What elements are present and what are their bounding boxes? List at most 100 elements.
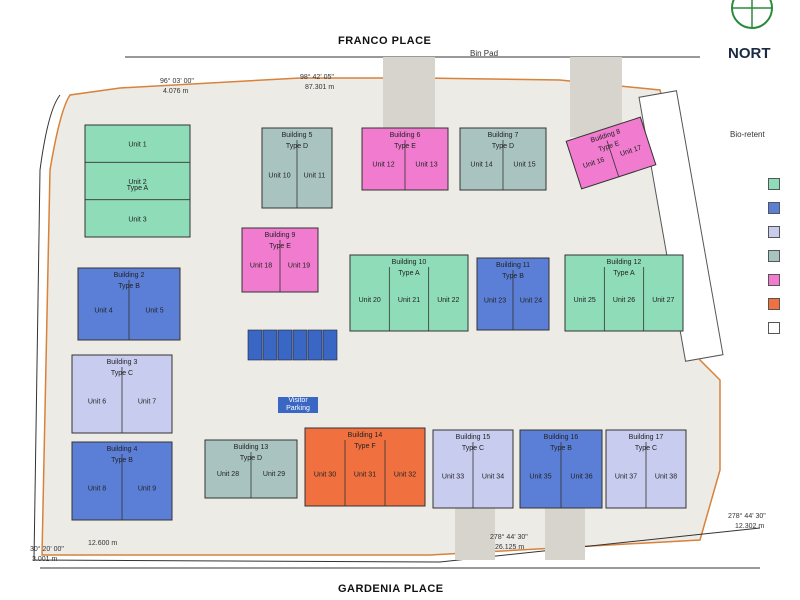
dim-top-bearing: 98° 42' 05" — [300, 74, 334, 81]
legend-swatch-typeA — [768, 178, 780, 190]
unit-label: Unit 31 — [354, 471, 376, 478]
building-name: Building 16 — [544, 434, 579, 441]
bio-retention-note: Bio-retent — [730, 130, 765, 139]
building-type: Type A — [127, 185, 149, 192]
unit-label: Unit 9 — [138, 485, 156, 492]
unit-label: Unit 2 — [128, 179, 146, 186]
unit-label: Unit 28 — [217, 471, 239, 478]
dim-corner-bearing: 96° 03' 00" — [160, 78, 194, 85]
dim-lower-left-length: 3.001 m — [32, 556, 58, 563]
building-name: Building 11 — [496, 262, 530, 269]
unit-label: Unit 33 — [442, 473, 464, 480]
building-name: Building 15 — [456, 434, 491, 441]
bin-pad-note: Bin Pad — [470, 49, 499, 58]
unit-label: Unit 27 — [652, 297, 674, 304]
building-type: Type E — [269, 243, 291, 250]
unit-label: Unit 15 — [513, 161, 535, 168]
unit-label: Unit 37 — [615, 473, 637, 480]
building-9: Unit 18 Unit 19 Building 9 Type E — [241, 227, 319, 293]
unit-label: Unit 11 — [304, 173, 326, 180]
parking-bay — [307, 329, 323, 361]
building-footprint — [84, 124, 191, 238]
unit-label: Unit 24 — [520, 298, 542, 305]
parking-bay — [292, 329, 308, 361]
dim-bottom-left-length: 12.600 m — [88, 540, 118, 547]
building-type: Type A — [398, 270, 420, 277]
building-type: Type B — [111, 457, 133, 464]
building-type: Type B — [502, 273, 524, 280]
building-name: Building 2 — [114, 272, 145, 279]
dim-bottom-right-length: 12.302 m — [735, 523, 765, 530]
bio-retention-strip — [638, 90, 724, 362]
unit-label: Unit 38 — [655, 473, 677, 480]
unit-label: Unit 4 — [94, 308, 112, 315]
unit-label: Unit 18 — [250, 263, 272, 270]
visitor-parking-note: Visitor Parking — [278, 397, 318, 413]
lot-boundary — [33, 94, 761, 563]
street-franco-place: FRANCO PLACE — [338, 35, 432, 47]
building-name: Building 7 — [488, 132, 519, 139]
dim-lower-left-bearing: 30° 20' 00" — [30, 546, 64, 553]
unit-label: Unit 3 — [128, 216, 146, 223]
unit-label: Unit 22 — [437, 297, 459, 304]
driveway-right — [570, 57, 622, 137]
unit-label: Unit 21 — [398, 297, 420, 304]
visitor-parking — [247, 329, 338, 361]
building-name: Building 3 — [107, 359, 138, 366]
building-type: Type C — [635, 445, 657, 452]
unit-label: Unit 1 — [128, 142, 146, 149]
unit-label: Unit 14 — [470, 161, 492, 168]
unit-label: Unit 30 — [314, 471, 336, 478]
parking-bay — [247, 329, 263, 361]
legend-swatch-typeC — [768, 226, 780, 238]
unit-label: Unit 23 — [484, 298, 506, 305]
dim-bottom-mid-length: 26.125 m — [495, 544, 525, 551]
building-name: Building 9 — [265, 232, 296, 239]
building-footprint — [349, 254, 469, 332]
legend-swatch-typeF — [768, 298, 780, 310]
building-type: Type F — [354, 443, 375, 450]
unit-divider — [606, 140, 620, 177]
unit-label: Unit 8 — [88, 485, 106, 492]
building-11: Unit 23 Unit 24 Building 11 Type B — [476, 257, 550, 331]
unit-label: Unit 19 — [288, 263, 310, 270]
unit-label: Unit 20 — [359, 297, 381, 304]
dim-bottom-right-bearing: 278° 44' 30" — [728, 513, 766, 520]
legend-swatch-typeD — [768, 250, 780, 262]
parking-bay — [322, 329, 338, 361]
unit-label: Unit 6 — [88, 398, 106, 405]
unit-label: Unit 35 — [529, 473, 551, 480]
building-10: Unit 20 Unit 21 Unit 22 Building 10 Type A — [349, 254, 469, 332]
building-name: Building 14 — [348, 432, 383, 439]
street-gardenia-place: GARDENIA PLACE — [338, 583, 444, 595]
building-type: Type E — [394, 143, 416, 150]
legend-swatch-typeE — [768, 274, 780, 286]
building-type: Type A — [613, 270, 635, 277]
north-compass-icon — [731, 0, 773, 29]
unit-label: Unit 12 — [372, 161, 394, 168]
dim-top-length: 87.301 m — [305, 84, 335, 91]
building-name: Building 6 — [390, 132, 421, 139]
unit-label: Unit 25 — [574, 297, 596, 304]
legend-swatch-visitor — [768, 322, 780, 334]
unit-label: Unit 29 — [263, 471, 285, 478]
building-name: Building 10 — [392, 259, 427, 266]
parking-bay — [277, 329, 293, 361]
parking-bay — [262, 329, 278, 361]
unit-label: Unit 7 — [138, 398, 156, 405]
unit-label: Unit 10 — [268, 173, 290, 180]
driveway-bottom-left — [455, 505, 495, 560]
building-1: Unit 1 Unit 2 Unit 3 Type A — [84, 124, 191, 238]
building-type: Type D — [240, 455, 262, 462]
unit-label: Unit 26 — [613, 297, 635, 304]
